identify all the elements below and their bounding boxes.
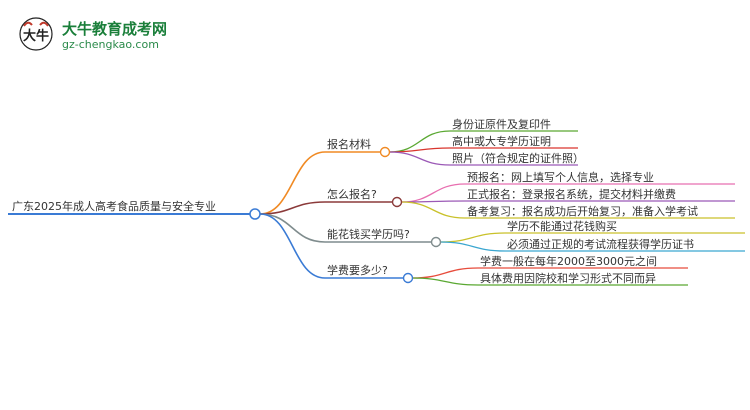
leaf-label: 学历不能通过花钱购买 bbox=[507, 219, 617, 233]
leaf-edge bbox=[401, 201, 466, 219]
leaf-label: 备考复习：报名成功后开始复习，准备入学考试 bbox=[467, 204, 698, 218]
branch-label: 能花钱买学历吗? bbox=[327, 227, 410, 241]
leaf-label: 学费一般在每年2000至3000元之间 bbox=[480, 254, 657, 268]
branch-node-dot bbox=[391, 196, 403, 208]
site-logo[interactable]: 大牛 大牛教育成考网 gz-chengkao.com bbox=[18, 16, 188, 56]
leaf-label: 正式报名：登录报名系统，提交材料并缴费 bbox=[467, 187, 676, 201]
branch-edge bbox=[259, 201, 326, 215]
branch-edge bbox=[259, 213, 326, 279]
leaf-label: 具体费用因院校和学习形式不同而异 bbox=[480, 271, 656, 285]
leaf-label: 身份证原件及复印件 bbox=[452, 117, 551, 131]
branch-label: 怎么报名? bbox=[327, 187, 377, 201]
bull-logo-icon: 大牛 bbox=[19, 17, 53, 51]
leaf-label: 照片（符合规定的证件照） bbox=[452, 151, 584, 165]
leaf-label: 必须通过正规的考试流程获得学历证书 bbox=[507, 237, 694, 251]
brand-name: 大牛教育成考网 bbox=[62, 20, 168, 38]
leaf-edge bbox=[389, 151, 451, 166]
branch-label: 报名材料 bbox=[327, 137, 371, 151]
leaf-label: 高中或大专学历证明 bbox=[452, 134, 551, 148]
branch-node-dot bbox=[379, 146, 391, 158]
leaf-edge bbox=[440, 232, 506, 243]
logo-seal-text: 大牛 bbox=[23, 28, 49, 44]
branch-edge bbox=[259, 213, 326, 243]
root-node-dot bbox=[249, 208, 261, 220]
brand-url: gz-chengkao.com bbox=[62, 38, 159, 51]
leaf-edge bbox=[389, 130, 451, 153]
leaf-edge bbox=[401, 183, 466, 203]
branch-edge bbox=[259, 151, 326, 215]
leaf-label: 预报名：网上填写个人信息，选择专业 bbox=[467, 170, 654, 184]
mind-map-nodes: 广东2025年成人高考食品质量与安全专业 报名材料 身份证原件及复印件高中或大专学历… bbox=[12, 117, 698, 285]
branch-node-dot bbox=[430, 236, 442, 248]
leaf-edge bbox=[440, 241, 506, 252]
mind-map-edges bbox=[8, 130, 745, 286]
root-node-label: 广东2025年成人高考食品质量与安全专业 bbox=[12, 199, 216, 213]
leaf-edge bbox=[389, 147, 451, 153]
leaf-edge bbox=[412, 267, 479, 279]
branch-node-dot bbox=[402, 272, 414, 284]
leaf-edge bbox=[412, 277, 479, 286]
branch-label: 学费要多少? bbox=[327, 263, 388, 277]
